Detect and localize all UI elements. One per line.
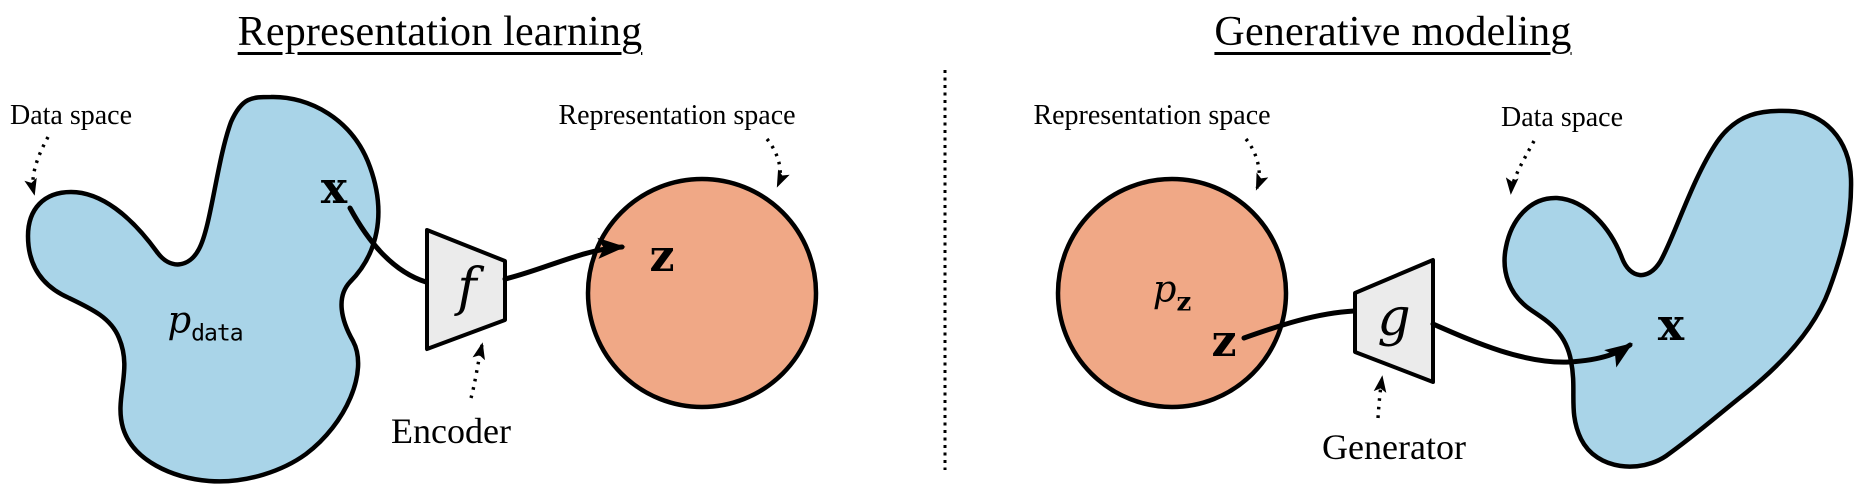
encoder-label: Encoder	[391, 411, 511, 451]
prior-distribution-label: pz	[1152, 267, 1191, 316]
x-to-encoder-curve	[347, 205, 429, 285]
distribution-subscript: z	[1176, 287, 1192, 318]
right-panel-title: Generative modeling	[1214, 9, 1572, 55]
representation-space-label-right: Representation space	[1033, 100, 1271, 131]
sample-x-label-right: x	[1657, 300, 1685, 351]
sample-z-label-left: z	[649, 231, 675, 282]
data-space-blob-right	[1502, 108, 1854, 469]
data-distribution-label: pdata	[167, 298, 243, 346]
distribution-subscript: data	[191, 320, 243, 347]
generator-function-symbol: g	[1377, 288, 1411, 348]
encoder-trapezoid	[425, 228, 507, 351]
left-panel-title: Representation learning	[237, 9, 643, 55]
generator-to-x-arrow	[1430, 321, 1633, 368]
distribution-symbol: p	[167, 298, 192, 342]
representation-space-circle-right	[1055, 176, 1289, 410]
representation-space-circle-left	[585, 176, 819, 410]
sample-z-label-right: z	[1211, 316, 1237, 367]
representation-space-pointer-right	[1244, 137, 1269, 191]
data-space-label-left: Data space	[10, 100, 133, 131]
z-to-generator-curve	[1241, 308, 1357, 341]
data-space-label-right: Data space	[1500, 102, 1624, 133]
representation-space-label-left: Representation space	[558, 100, 796, 131]
encoder-pointer	[469, 342, 485, 399]
generator-trapezoid	[1353, 258, 1435, 384]
encoder-function-symbol: f	[457, 258, 477, 318]
encoder-to-z-arrow	[502, 237, 626, 282]
sample-x-label-left: x	[320, 163, 348, 214]
data-space-pointer-right	[1505, 140, 1536, 195]
representation-space-pointer-left	[765, 137, 790, 188]
data-space-blob-left	[25, 94, 381, 484]
generator-label: Generator	[1322, 427, 1466, 467]
data-space-pointer-left	[24, 136, 50, 196]
generator-pointer	[1373, 375, 1387, 419]
distribution-symbol: p	[1152, 267, 1177, 311]
